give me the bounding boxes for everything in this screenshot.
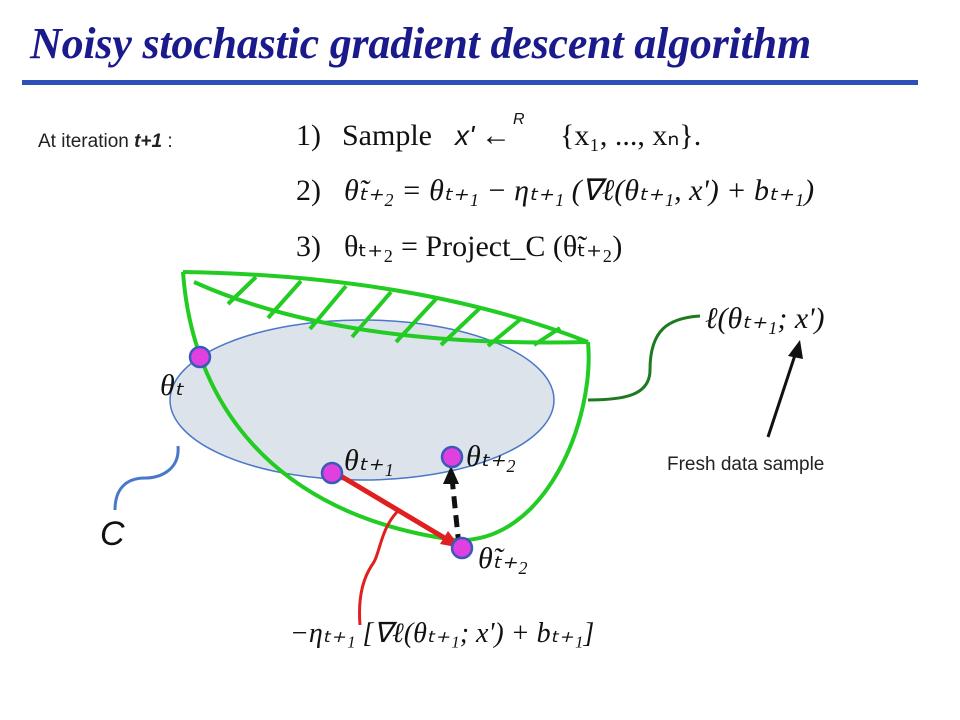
svg-text:Sample: Sample — [342, 119, 432, 152]
label-theta-t1: θₜ₊₁ — [344, 444, 394, 477]
svg-text:{x₁, ..., xₙ}.: {x₁, ..., xₙ}. — [560, 119, 701, 152]
page-title: Noisy stochastic gradient descent algori… — [30, 19, 811, 68]
iteration-label: At iteration t+1 : — [38, 131, 173, 152]
projection-arrow — [443, 466, 462, 547]
svg-text:2): 2) — [296, 174, 321, 207]
label-loss: ℓ(θₜ₊₁; x') — [705, 302, 825, 335]
label-theta-t: θₜ — [160, 369, 185, 402]
step-2: 2) θ̃ₜ₊₂ = θₜ₊₁ − ηₜ₊₁ (∇ℓ(θₜ₊₁, x') + b… — [296, 174, 814, 207]
title-underline — [22, 80, 918, 85]
brace-step — [358, 510, 399, 626]
loss-bowl — [181, 270, 591, 543]
label-theta-tilde: θ̃ₜ₊₂ — [478, 542, 528, 575]
gradient-step-arrow — [332, 469, 461, 548]
label-constraint-C: C — [100, 515, 125, 553]
svg-text:θₜ₊₂ = Project_C (θ̃ₜ₊₂): θₜ₊₂ = Project_C (θ̃ₜ₊₂) — [344, 230, 622, 263]
label-step: −ηₜ₊₁ [∇ℓ(θₜ₊₁; x') + bₜ₊₁] — [290, 618, 594, 649]
fresh-data-sample-label: Fresh data sample — [667, 454, 825, 475]
step-3: 3) θₜ₊₂ = Project_C (θ̃ₜ₊₂) — [296, 230, 622, 263]
brace-loss — [587, 314, 701, 402]
step-1: 1) Sample x' ← R {x₁, ..., xₙ}. — [296, 111, 701, 152]
brace-constraint — [113, 445, 180, 511]
label-theta-t2: θₜ₊₂ — [466, 440, 516, 473]
svg-text:x': x' — [453, 120, 476, 151]
svg-text:←: ← — [481, 119, 511, 152]
svg-text:θ̃ₜ₊₂ = θₜ₊₁ − ηₜ₊₁ (∇ℓ(θₜ₊₁,: θ̃ₜ₊₂ = θₜ₊₁ − ηₜ₊₁ (∇ℓ(θₜ₊₁, x') + bₜ₊₁… — [344, 174, 814, 207]
svg-text:R: R — [513, 111, 525, 128]
constraint-set — [169, 319, 555, 481]
point-theta-t — [188, 345, 212, 369]
svg-text:1): 1) — [296, 119, 321, 152]
svg-text:3): 3) — [296, 230, 321, 263]
point-theta-t1 — [320, 461, 344, 485]
point-theta-t2 — [440, 445, 464, 469]
fresh-sample-arrow — [766, 340, 803, 438]
point-theta-tilde — [450, 536, 474, 560]
